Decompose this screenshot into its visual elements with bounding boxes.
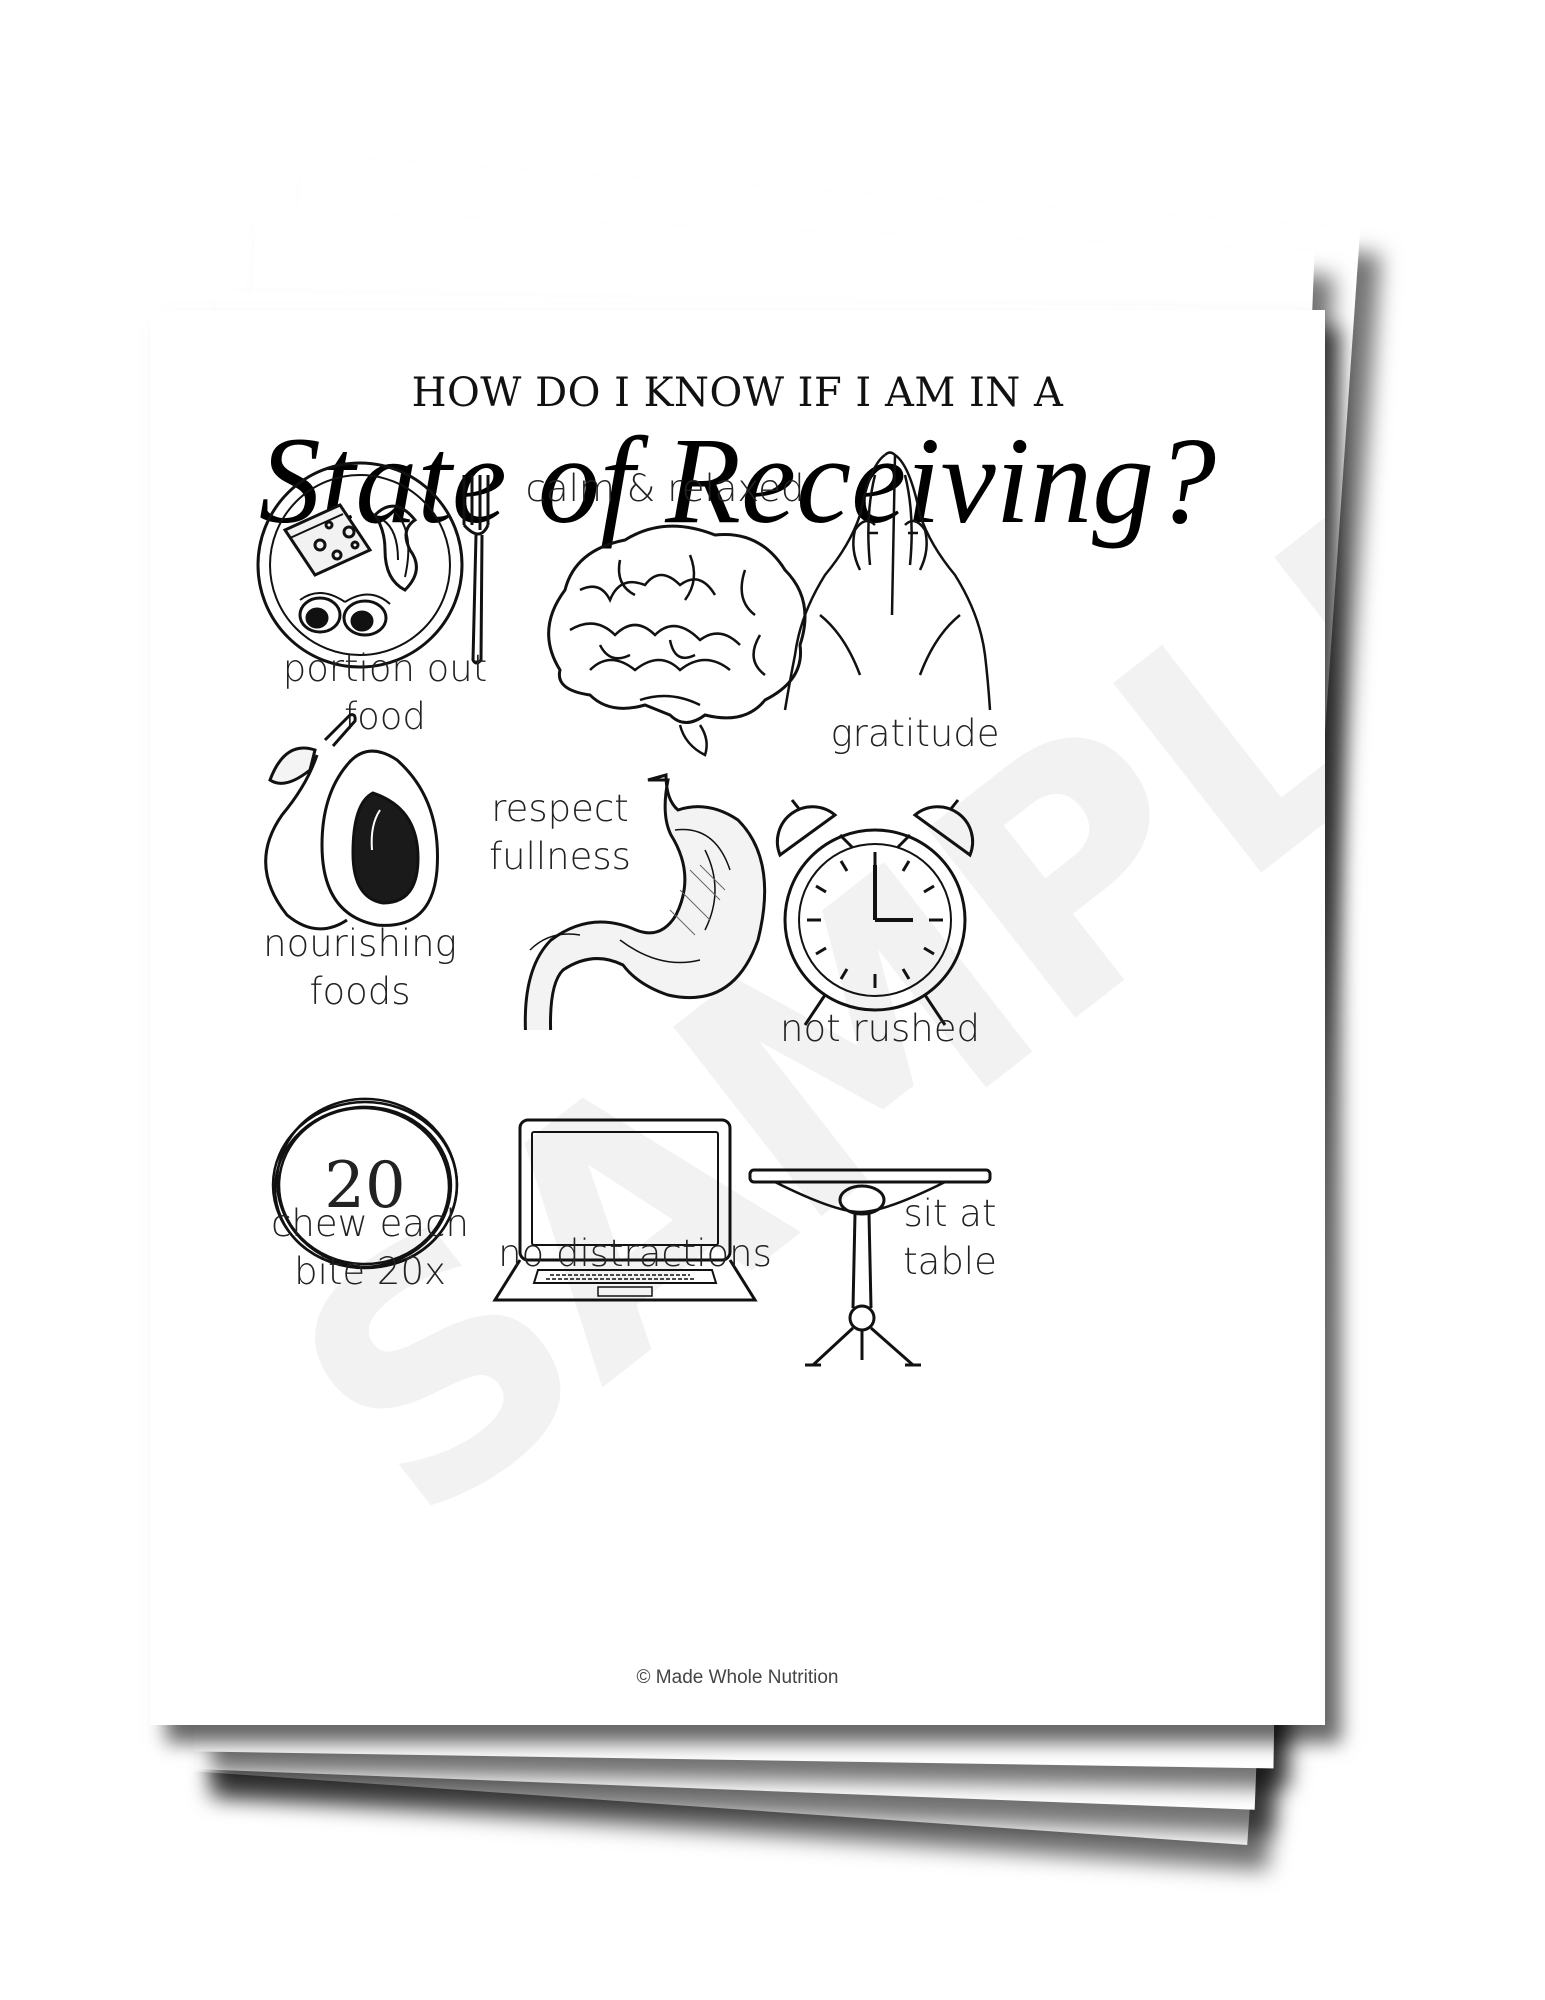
label-gratitude: gratitude bbox=[830, 712, 1000, 755]
table-icon bbox=[748, 1168, 992, 1367]
stomach-icon bbox=[523, 773, 767, 1030]
brain-icon bbox=[547, 524, 807, 757]
footer-credit: © Made Whole Nutrition bbox=[636, 1667, 839, 1688]
laptop-icon bbox=[492, 1118, 758, 1302]
label-sit-at-table: sit at table bbox=[903, 1192, 997, 1283]
label-nourishing-foods: nourishing foods bbox=[263, 922, 457, 1013]
praying-hands-icon bbox=[783, 451, 992, 711]
title-kicker: HOW DO I KNOW IF I AM IN A bbox=[411, 370, 1064, 416]
label-respect-fullness: respect fullness bbox=[489, 787, 631, 878]
label-not-rushed: not rushed bbox=[780, 1007, 980, 1050]
worksheet-page: SAMPLE HOW DO I KNOW IF I AM IN A State … bbox=[150, 310, 1325, 1725]
label-portion-out-food: portion out food bbox=[282, 647, 488, 738]
avocado-pear-icon bbox=[264, 713, 439, 931]
label-no-distractions: no distractions bbox=[498, 1232, 772, 1275]
circle-20-icon: 20 bbox=[271, 1097, 459, 1270]
alarm-clock-icon bbox=[775, 799, 975, 1026]
chew-count-badge: 20 bbox=[324, 1149, 405, 1223]
label-calm-relaxed: calm & relaxed bbox=[525, 467, 805, 510]
label-chew-each-bite: chew each bite 20x bbox=[271, 1202, 469, 1293]
plate-with-fork-icon bbox=[256, 461, 490, 669]
